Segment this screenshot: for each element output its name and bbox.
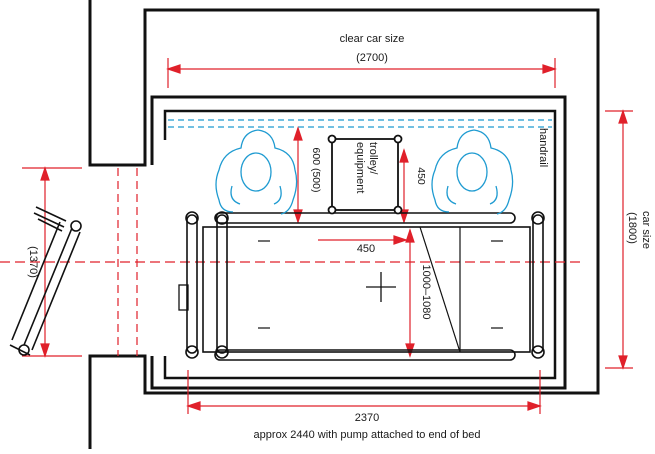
car-size-value: (1800) (626, 212, 638, 244)
wheelchair-frame (31, 231, 81, 351)
car-outer-wall (150, 95, 567, 390)
caster (215, 345, 229, 359)
bed-rail-head (186, 214, 198, 354)
wheelchair-handle (33, 212, 65, 228)
wheelchair-handle (37, 218, 63, 232)
arrowhead (527, 401, 542, 411)
arrowhead (40, 343, 50, 358)
trolley-wheel (327, 134, 337, 144)
trolley-label-line1: trolley/ (367, 142, 379, 175)
dimension-lines (0, 58, 633, 414)
handrail-label: handrail (537, 128, 549, 167)
wheelchair-wheel (70, 220, 82, 232)
bed-pump (178, 284, 189, 311)
arrowhead (293, 209, 303, 224)
arrowhead (542, 64, 557, 74)
wheelchair-foot (9, 344, 31, 356)
clear-car-size-value: (2700) (356, 52, 388, 64)
bed-frame (202, 226, 531, 353)
wheelchair-frame (23, 227, 73, 346)
arrowhead (618, 109, 628, 124)
person-left (215, 129, 298, 215)
trolley-box (331, 138, 399, 211)
arrowhead (399, 148, 409, 163)
trolley-wheel (393, 205, 403, 215)
arrowhead (186, 401, 201, 411)
bed-rail-top (214, 212, 516, 224)
trolley-wheel (393, 134, 403, 144)
trolley-depth-label: 600 (500) (310, 148, 322, 193)
caster (185, 345, 199, 359)
shaft-outer-wall (88, 0, 600, 449)
door-width-label: (1370) (27, 246, 39, 278)
handrail-lines (168, 119, 552, 128)
trolley-wheel (327, 205, 337, 215)
trolley-label-line2: equipment (354, 142, 366, 193)
caster (215, 211, 229, 225)
shaft-walls (88, 0, 600, 449)
person-right (431, 129, 514, 215)
person-right-body (431, 129, 514, 215)
bed-length-note: approx 2440 with pump attached to end of… (254, 429, 481, 441)
bed-backrest-line (419, 226, 461, 353)
caster (531, 211, 545, 225)
person-left-body (215, 129, 298, 215)
wheelchair-frame (11, 221, 61, 341)
person-left-arms (230, 185, 282, 205)
arrowhead (405, 228, 415, 243)
bed (178, 211, 545, 361)
arrowhead (618, 355, 628, 370)
person-left-head (240, 152, 272, 192)
bed-width-label: 1000–1080 (420, 264, 432, 319)
trolley-equipment (327, 134, 403, 215)
bed-rail-head-inner (216, 214, 228, 354)
arrowhead (293, 126, 303, 141)
caster (531, 345, 545, 359)
car-inner-wall (163, 109, 557, 380)
arrowhead (393, 235, 408, 245)
car-size-label: car size (640, 211, 652, 249)
wheelchair (9, 206, 82, 356)
person-right-head (456, 152, 488, 192)
clear-car-size-label: clear car size (340, 33, 405, 45)
bed-length-label: 2370 (355, 412, 379, 424)
arrowhead (40, 166, 50, 181)
bed-rail-foot (532, 214, 544, 354)
gap-450-vertical-label: 450 (415, 167, 427, 185)
wheelchair-handle (35, 206, 67, 222)
arrowhead (166, 64, 181, 74)
person-right-arms (446, 185, 498, 205)
bed-rail-bottom (214, 349, 516, 361)
caster (185, 211, 199, 225)
gap-450-horizontal-label: 450 (357, 243, 375, 255)
